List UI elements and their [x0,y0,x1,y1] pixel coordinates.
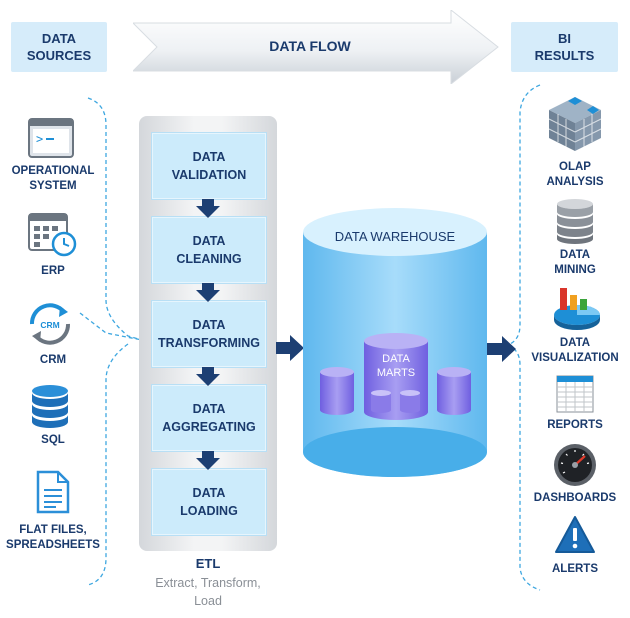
data-marts-label: DATA MARTS [376,353,416,379]
source-label-operational-system: OPERATIONAL SYSTEM [11,165,95,192]
calendar-clock-icon [28,213,77,257]
crm-cycle-icon: CRM [29,303,71,345]
arrow-etl-to-warehouse [276,335,304,361]
result-label-data-mining: DATA MINING [554,249,596,276]
bi-results-header: BI RESULTS [511,22,618,72]
data-warehouse-cylinder [303,208,487,477]
cube-icon [548,97,602,151]
etl-subtitle: Extract, Transform, Load [155,576,261,608]
result-label-olap: OLAP ANALYSIS [546,161,604,188]
terminal-icon: > [28,118,74,158]
etl-step-transforming: DATA TRANSFORMING [151,300,267,368]
gauge-icon [554,444,596,486]
data-sources-header: DATA SOURCES [11,22,107,72]
sources-connector [79,312,143,341]
chart-icon [554,288,600,330]
result-label-dashboards: DASHBOARDS [533,492,617,504]
data-flow-arrow [133,10,499,84]
etl-down-arrow [196,451,220,470]
warning-icon [555,516,595,553]
etl-step-loading: DATA LOADING [151,468,267,536]
document-icon [36,470,70,514]
source-label-flat-files: FLAT FILES, SPREADSHEETS [6,524,100,551]
etl-down-arrow [196,367,220,386]
etl-step-cleaning: DATA CLEANING [151,216,267,284]
etl-step-validation: DATA VALIDATION [151,132,267,200]
data-flow-label: DATA FLOW [269,38,351,54]
arrow-warehouse-to-results [486,336,516,362]
result-label-alerts: ALERTS [552,563,598,575]
etl-down-arrow [196,283,220,302]
result-label-data-visualization: DATA VISUALIZATION [531,337,619,364]
data-warehouse-title: DATA WAREHOUSE [334,229,456,244]
database-icon [32,385,68,428]
spreadsheet-icon [556,375,594,413]
source-label-erp: ERP [41,265,65,277]
svg-text:CRM: CRM [40,320,59,330]
etl-title: ETL [195,556,221,571]
etl-down-arrow [196,199,220,218]
svg-text:>: > [36,132,43,146]
etl-step-aggregating: DATA AGGREGATING [151,384,267,452]
sources-bracket [87,97,140,586]
source-label-sql: SQL [41,434,65,446]
source-label-crm: CRM [39,354,67,366]
result-label-reports: REPORTS [547,419,603,431]
server-stack-icon [557,199,593,244]
